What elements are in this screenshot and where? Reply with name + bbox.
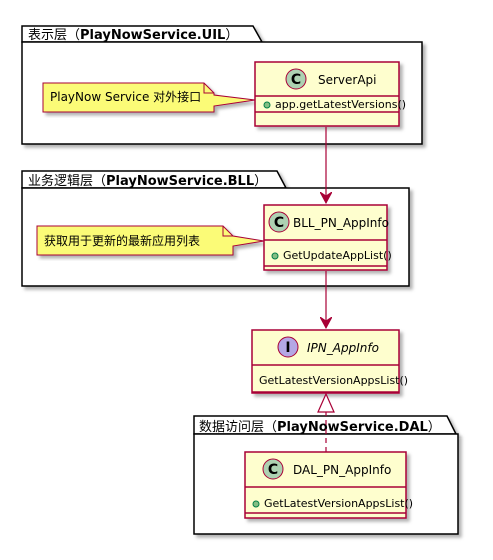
member-dal-pn-appinfo: GetLatestVersionAppsList() <box>264 497 413 510</box>
member-bll-pn-appinfo: GetUpdateAppList() <box>283 249 392 262</box>
note-uil: PlayNow Service 对外接口 <box>42 82 256 113</box>
note-bll: 获取用于更新的最新应用列表 <box>36 225 265 256</box>
class-spot-icon <box>262 458 284 480</box>
svg-text:I: I <box>285 340 290 356</box>
note-uil-text: PlayNow Service 对外接口 <box>50 89 201 104</box>
public-member-icon <box>263 101 271 109</box>
class-bll-pn-appinfo[interactable]: C BLL_PN_AppInfo GetUpdateAppList() <box>263 204 392 271</box>
note-bll-text: 获取用于更新的最新应用列表 <box>44 233 200 248</box>
class-name-bll-pn-appinfo: BLL_PN_AppInfo <box>293 216 389 230</box>
package-uil-title: 表示层（PlayNowService.UIL） <box>28 28 238 43</box>
member-server-api: app.getLatestVersions() <box>275 98 406 111</box>
class-spot-icon <box>285 68 307 90</box>
class-spot-icon <box>268 211 290 233</box>
member-ipn-appinfo: GetLatestVersionAppsList() <box>259 374 408 387</box>
class-name-dal-pn-appinfo: DAL_PN_AppInfo <box>293 463 391 477</box>
interface-spot-icon <box>277 336 299 358</box>
realization-triangle-icon <box>317 392 335 413</box>
public-member-icon <box>252 500 260 508</box>
public-member-icon <box>271 252 279 260</box>
package-dal-title: 数据访问层（PlayNowService.DAL） <box>199 420 441 435</box>
svg-text:C: C <box>268 462 278 478</box>
class-dal-pn-appinfo[interactable]: C DAL_PN_AppInfo GetLatestVersionAppsLis… <box>244 451 413 519</box>
package-bll-title: 业务逻辑层（PlayNowService.BLL） <box>28 173 267 189</box>
class-name-server-api: ServerApi <box>318 73 377 87</box>
class-name-ipn-appinfo: IPN_AppInfo <box>307 341 379 355</box>
class-server-api[interactable]: C ServerApi app.getLatestVersions() <box>254 61 406 127</box>
package-dal: 数据访问层（PlayNowService.DAL） <box>193 415 459 535</box>
edge-dal-realizes-ipn <box>317 392 335 452</box>
svg-text:C: C <box>291 72 301 88</box>
svg-text:C: C <box>274 215 284 231</box>
interface-ipn-appinfo[interactable]: I IPN_AppInfo GetLatestVersionAppsList() <box>251 329 408 394</box>
